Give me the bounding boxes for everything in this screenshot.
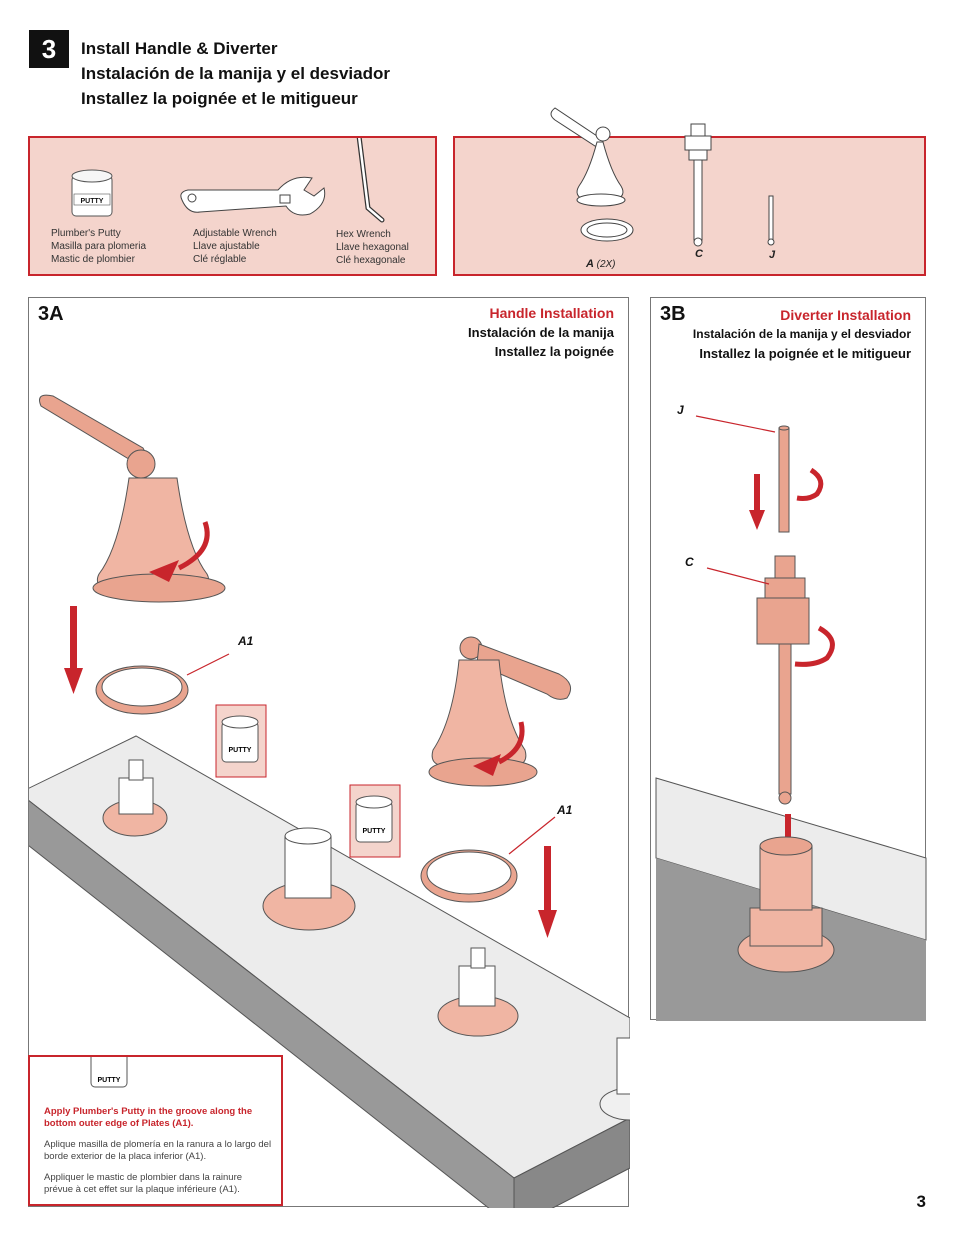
handle-and-ring-icon [550, 107, 634, 242]
putty-inset-2: PUTTY [349, 784, 401, 858]
part-label-a: A (2X) [586, 258, 616, 270]
down-arrow-left [64, 606, 83, 694]
panel-3a-id: 3A [38, 303, 64, 325]
callout-a1-left: A1 [238, 634, 254, 648]
valve-body-b [737, 836, 835, 973]
handle-installation-illustration: PUTTY [29, 394, 630, 1208]
tool-label-wrench: Adjustable Wrench Llave ajustable Clé ré… [193, 228, 277, 265]
putty-jar-icon: PUTTY [90, 1057, 128, 1088]
adjustable-wrench-icon [180, 176, 326, 216]
putty-inset-1: PUTTY [215, 704, 267, 778]
down-arrow-j [749, 474, 765, 530]
putty-jar-icon: PUTTY [71, 169, 113, 217]
svg-text:PUTTY: PUTTY [98, 1077, 121, 1084]
note-text-en: Apply Plumber's Putty in the groove alon… [44, 1106, 253, 1129]
part-label-j: J [769, 249, 776, 261]
title-fr: Installez la poignée et le mitigueur [81, 89, 358, 108]
svg-text:PUTTY: PUTTY [363, 828, 386, 835]
diverter-cartridge-icon [684, 123, 712, 247]
right-handle [428, 636, 572, 787]
putty-note-box: PUTTY Apply Plumber's Putty in the groov… [28, 1055, 283, 1206]
rod-j [695, 415, 790, 533]
step-number-badge: 3 [29, 30, 69, 68]
note-text-es: Aplique masilla de plomería en la ranura… [44, 1139, 272, 1162]
note-text-fr: Appliquer le mastic de plombier dans la … [44, 1172, 243, 1195]
panel-3b: 3B Diverter Installation Instalación de … [650, 297, 927, 1021]
extension-rod-icon [767, 195, 775, 246]
down-arrow-right [538, 846, 557, 938]
left-handle [39, 394, 226, 603]
parts-illustration [550, 107, 775, 247]
diverter-installation-illustration [655, 415, 927, 1021]
valve-center [262, 827, 356, 931]
tool-label-hex-wrench: Hex Wrench Llave hexagonal Clé hexagonal… [336, 229, 409, 266]
panel-3a-heading: Handle Installation Instalación de la ma… [468, 305, 614, 359]
page-title: Install Handle & Diverter Instalación de… [81, 36, 390, 111]
tools-box: PUTTY Plumber's Putty Masilla para plome… [28, 136, 437, 276]
valve-left [102, 759, 168, 837]
panel-3b-heading: Diverter Installation Instalación de la … [692, 307, 911, 361]
title-en: Install Handle & Diverter [81, 39, 278, 58]
svg-text:PUTTY: PUTTY [81, 198, 104, 205]
panel-3a: PUTTY [28, 297, 630, 1208]
panel-3b-id: 3B [660, 303, 686, 325]
seal-ring-left [95, 653, 230, 715]
rotate-arrow-c [794, 625, 835, 667]
svg-text:PUTTY: PUTTY [229, 747, 252, 754]
outlet-fitting [599, 1037, 630, 1121]
page-number: 3 [916, 1192, 926, 1211]
title-es: Instalación de la manija y el desviador [81, 64, 390, 83]
callout-c: C [685, 555, 694, 569]
cartridge-c [706, 555, 810, 805]
hex-wrench-icon [356, 138, 385, 223]
tool-label-putty: Plumber's Putty Masilla para plomeria Ma… [51, 228, 147, 265]
parts-box: A (2X) C J [453, 107, 926, 276]
rotate-arrow-j [796, 467, 824, 501]
callout-a1-right: A1 [557, 803, 573, 817]
tools-illustration: PUTTY [71, 138, 385, 223]
seal-ring-right [420, 816, 556, 903]
deck-plate [29, 735, 630, 1208]
part-label-c: C [695, 248, 703, 260]
callout-j: J [677, 403, 684, 417]
valve-right [437, 947, 519, 1037]
note-putty-illustration: PUTTY [90, 1057, 128, 1088]
